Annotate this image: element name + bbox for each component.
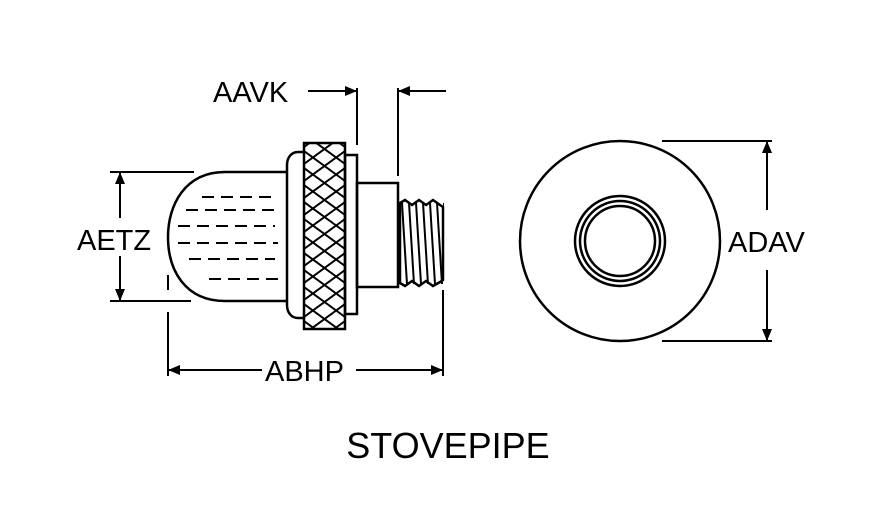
outer-circle — [518, 139, 722, 343]
dimension-label-abhp: ABHP — [265, 356, 344, 388]
collar — [343, 153, 359, 316]
dimension-label-aavk: AAVK — [213, 77, 289, 109]
end-view: ADAV — [518, 139, 805, 343]
dome-body — [166, 170, 287, 303]
knurl-pattern — [304, 143, 345, 329]
dome-hatch — [178, 196, 278, 280]
flange — [285, 150, 304, 320]
dimension-label-adav: ADAV — [728, 227, 805, 259]
dimension-label-aetz: AETZ — [77, 225, 151, 257]
side-view: AAVK AETZ ABHP — [77, 77, 446, 388]
diagram-title: STOVEPIPE — [346, 425, 549, 466]
shank — [355, 181, 400, 289]
thread — [398, 198, 445, 288]
